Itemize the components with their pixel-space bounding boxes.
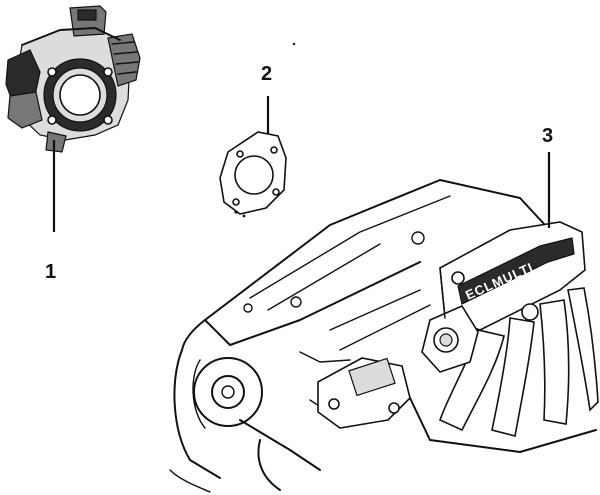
gasket-icon [219, 131, 287, 215]
callout-1: 1 [45, 140, 56, 283]
throttle-body-icon [5, 5, 141, 153]
callout-3-label: 3 [542, 125, 553, 147]
callout-3: 3 [542, 125, 553, 228]
intake-manifold-icon: ECLMULTI [317, 221, 599, 453]
callout-2-label: 2 [261, 63, 272, 85]
callout-2: 2 [261, 63, 272, 134]
engine-block-illustration [169, 179, 546, 493]
callout-1-label: 1 [45, 261, 56, 283]
